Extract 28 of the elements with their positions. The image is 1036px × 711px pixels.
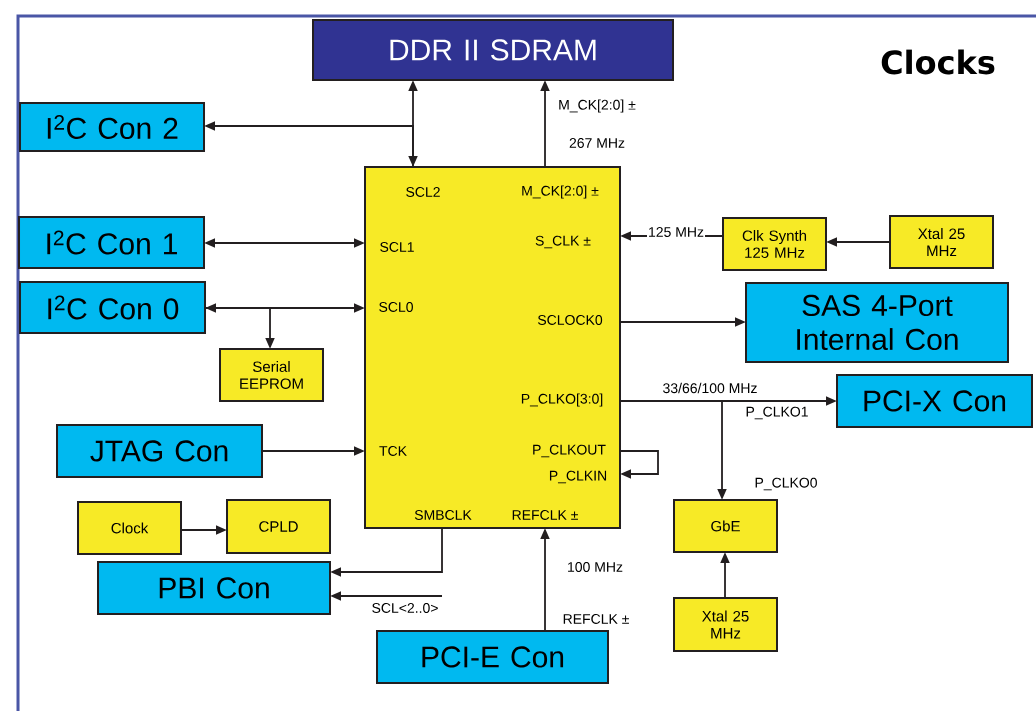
connector-box: PCI-X Con xyxy=(836,374,1033,428)
edge-label: P_CLKO0 xyxy=(753,476,819,492)
title: Clocks xyxy=(881,49,995,75)
signal-label: M_CK[2:0] ± xyxy=(559,99,636,113)
signal-label: P_CLKO1 xyxy=(746,406,808,420)
component-box: Clk Synth 125 MHz xyxy=(722,217,827,271)
edge-label: 125 MHz xyxy=(647,226,705,238)
component-box: Clock xyxy=(77,501,182,555)
component-box: CPLD xyxy=(226,499,331,554)
component-box: Serial EEPROM xyxy=(219,348,324,402)
component-box: Xtal 25 MHz xyxy=(673,597,778,652)
connector-box: I$^{2}$C Con 0 xyxy=(19,281,206,334)
connector-box: I$^{2}$C Con 2 xyxy=(19,102,205,152)
chip-box: SCL2 M_CK[2:0] ± SCL1 S_CLK ± SCL0 SCLOCK0 P_CLKO[3:0] TCK P_CLKOUT P_CLKIN SMBCLK REFCLK ± xyxy=(364,166,621,529)
connector-box: I$^{2}$C Con 1 xyxy=(18,216,205,269)
connector-box: SAS 4-Port Internal Con xyxy=(745,282,1009,363)
memory-box: DDR II SDRAM xyxy=(312,19,674,81)
edge-label: SCL<2..0> xyxy=(370,602,440,614)
component-box: GbE xyxy=(673,499,778,553)
signal-label: REFCLK ± xyxy=(563,614,629,624)
connector-box: PBI Con xyxy=(97,561,331,615)
edge-label: 267 MHz xyxy=(568,137,626,149)
connector-box: JTAG Con xyxy=(56,424,263,478)
component-box: Xtal 25 MHz xyxy=(889,215,994,269)
arrow xyxy=(619,450,659,479)
edge-label: 100 MHz xyxy=(566,561,624,573)
connector-box: PCI-E Con xyxy=(376,630,609,684)
edge-label: 33/66/100 MHz xyxy=(661,381,759,395)
